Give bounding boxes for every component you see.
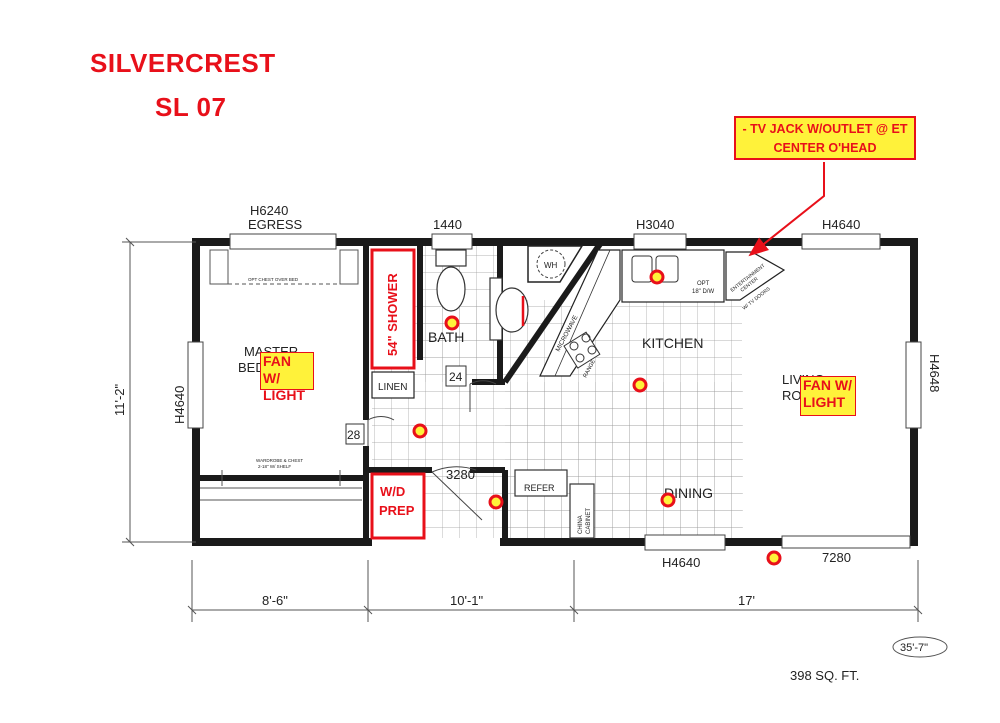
fan-living-line-2: LIGHT [803, 394, 845, 410]
master-bed-label-2: BED [238, 360, 265, 375]
total-length-oval [892, 636, 948, 658]
plan-title: SILVERCREST [90, 48, 276, 78]
fan-light-living: FAN W/ LIGHT [800, 376, 856, 416]
window-bottom-label: H4640 [662, 555, 700, 570]
bath-label: BATH [428, 329, 464, 345]
dim-seg2: 10'-1" [450, 593, 484, 608]
kitchen-sink-basin-left [631, 255, 653, 283]
entertainment-center [725, 251, 786, 301]
range-burner [575, 353, 585, 363]
opt-dw-label-2: 18" D/W [692, 289, 714, 295]
counter-edge [554, 249, 611, 377]
dim-seg1: 8'-6" [262, 593, 288, 608]
window-living-label: H4640 [822, 217, 860, 232]
range-burner [569, 341, 579, 351]
window-bedroom-side-label: H4640 [172, 386, 187, 424]
fan-bed-line-2: LIGHT [263, 387, 305, 403]
dining-label: DINING [664, 485, 713, 501]
range [563, 331, 601, 369]
wd-prep-area [370, 472, 426, 540]
fan-bed-line-1: FAN W/ [263, 353, 291, 386]
dim-width: 11'-2" [112, 383, 127, 416]
refrigerator [514, 469, 568, 497]
dimension-lines [122, 237, 923, 622]
wd-label-1: W/D [380, 484, 405, 499]
window-living-side-label: H4648 [927, 354, 942, 392]
marker-dot [649, 269, 665, 285]
area-label: 398 SQ. FT. [790, 668, 859, 683]
opt-dw-label-1: OPT [697, 281, 710, 287]
range-burner [587, 345, 597, 355]
dim-seg3: 17' [738, 593, 755, 608]
door-rear-label: 7280 [822, 550, 851, 565]
shower-label: 54" SHOWER [385, 273, 400, 356]
fan-living-line-1: FAN W/ [803, 377, 852, 393]
window-bath-label: 1440 [433, 217, 462, 232]
bedroom-floor [201, 246, 363, 538]
water-heater [536, 249, 566, 279]
marker-dot [444, 315, 460, 331]
door-28-label: 28 [347, 428, 361, 442]
window-egress-label: EGRESS [248, 217, 303, 232]
toilet [435, 249, 467, 312]
dim-total: 35'-7" [900, 642, 928, 654]
door-28-swing [345, 423, 365, 445]
door-swings [367, 380, 497, 521]
callout-line-2: CENTER O'HEAD [773, 141, 877, 155]
callout-line-1: - TV JACK W/OUTLET @ ET [742, 122, 908, 136]
fixture-markers [412, 269, 782, 566]
marker-dot [660, 492, 676, 508]
closet-bottom-label-2: 2-18" W/ SHELF [258, 464, 291, 469]
china-label-1: CHINA [578, 515, 584, 534]
closet-bottom-label-1: WARDROBE & CHEST [256, 458, 303, 463]
interior-walls [196, 242, 603, 542]
marker-dot [632, 377, 648, 393]
wh-label: WH [544, 261, 558, 270]
door-front-label: 3280 [446, 467, 475, 482]
linen-label: LINEN [378, 382, 407, 393]
marker-dot [412, 423, 428, 439]
window-kitchen-label: H3040 [636, 217, 674, 232]
marker-dot [488, 494, 504, 510]
door-24-label: 24 [449, 370, 463, 384]
closet-top-label: OPT CHEST OVER BED [248, 277, 299, 282]
tv-jack-callout: - TV JACK W/OUTLET @ ET CENTER O'HEAD [734, 116, 916, 160]
window-openings [187, 233, 922, 551]
china-cabinet [569, 483, 595, 539]
bedroom-closets [200, 249, 362, 501]
dining-tile-floor [505, 382, 743, 538]
bath-sink [489, 277, 529, 341]
marker-dot [766, 550, 782, 566]
linen-closet [371, 371, 415, 399]
shower-stall [370, 248, 416, 370]
callout-arrow [748, 162, 825, 257]
wd-label-2: PREP [379, 503, 415, 518]
door-24-swing [445, 365, 467, 387]
kitchen-label: KITCHEN [642, 335, 703, 351]
fan-light-bedroom: FAN W/ LIGHT [260, 352, 314, 403]
plan-model: SL 07 [155, 92, 227, 122]
china-label-2: CABINET [586, 508, 592, 534]
refer-label: REFER [524, 483, 555, 493]
kitchen-counter-diagonal [539, 249, 621, 377]
window-egress-code: H6240 [250, 203, 288, 218]
range-burner [581, 333, 591, 343]
